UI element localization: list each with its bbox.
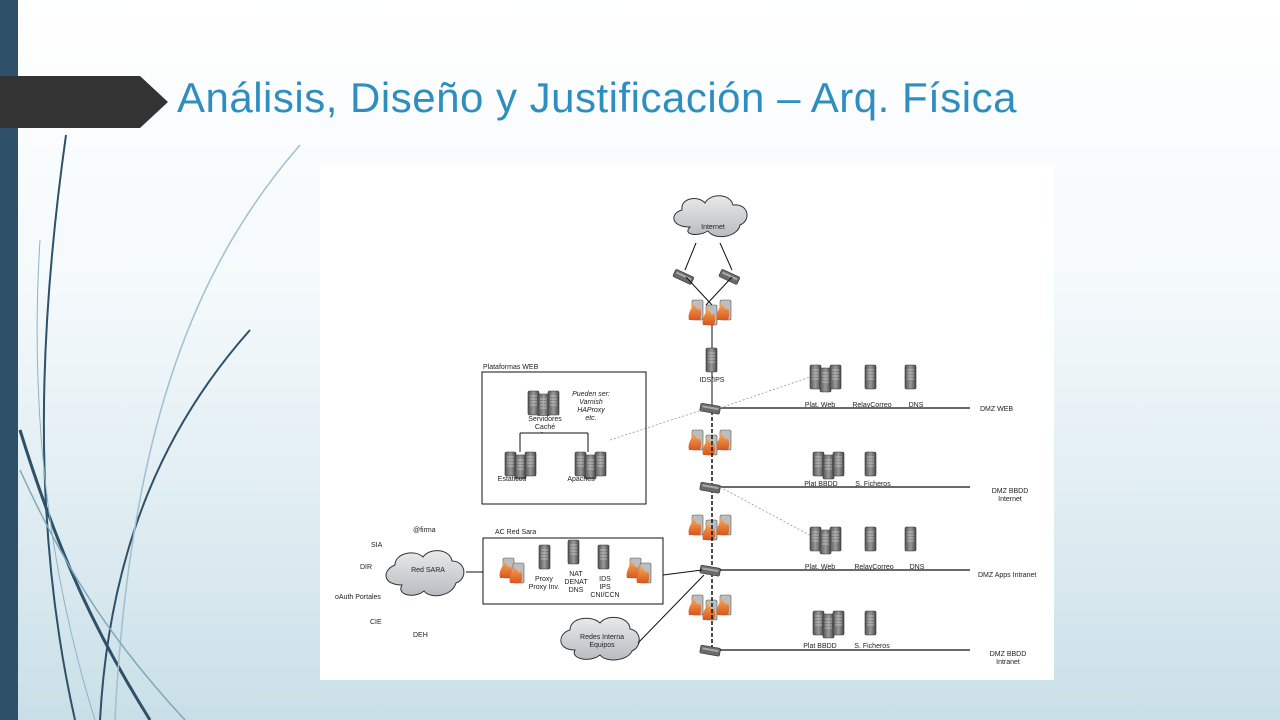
service-dir: DIR (360, 564, 373, 571)
server-icon (538, 539, 610, 570)
dmz-bbdd-intranet-server-label: Plat BBDD (803, 643, 837, 650)
service-deh: DEH (413, 632, 428, 639)
estaticos-label: Estáticos (497, 476, 527, 483)
dmz-bbdd-intranet-server-label: S. Ficheros (854, 643, 890, 650)
switch-icon (699, 644, 722, 657)
redes-internas-label: Redes Interna Equipos (580, 634, 624, 649)
firewall-icon (688, 299, 732, 326)
network-diagram: Internet IDS/IPS Plataformas WEB Pueden … (320, 165, 1054, 680)
dmz-web-server-label: DNS (908, 402, 924, 409)
service-sia: SIA (371, 542, 383, 549)
firewall-icon (688, 514, 732, 541)
internet-label: Internet (701, 224, 725, 231)
proxy-label: Proxy Proxy Inv. (528, 576, 560, 591)
plataformas-web-title: Plataformas WEB (483, 364, 539, 371)
plataformas-web-note: Pueden ser: Varnish HAProxy etc. (572, 391, 610, 422)
server-icon (809, 526, 917, 555)
dmz-bbdd-internet-label: DMZ BBDD Internet (991, 488, 1029, 503)
dmz-bbdd-intranet-label: DMZ BBDD Intranet (989, 651, 1027, 666)
dmz-bbdd-internet-server-label: S. Ficheros (855, 481, 891, 488)
server-icon (812, 451, 877, 480)
dmz-bbdd-internet-server-label: Plat BBDD (804, 481, 838, 488)
dmz-apps-intranet-server-label: Plat. Web (804, 564, 836, 571)
ids-ips-label: IDS/IPS (699, 377, 725, 384)
service-oauth: oAuth Portales (335, 594, 381, 601)
plataformas-web-box (481, 371, 647, 505)
decorative-curves (18, 134, 301, 720)
switch-icon (699, 481, 722, 494)
dmz-web-server-label: Plat. Web (804, 402, 836, 409)
cache-servers-label: Servidores Caché (528, 416, 562, 432)
switch-icon (699, 564, 722, 577)
diagram-canvas (385, 195, 970, 661)
router-icon (718, 268, 741, 286)
redes-internas-cloud (560, 616, 640, 661)
left-accent-bar (0, 0, 18, 720)
ac-red-sara-box (482, 537, 664, 605)
server-icon (812, 610, 877, 639)
dmz-apps-intranet-server-label: DNS (909, 564, 925, 571)
ac-red-sara-title: AC Red Sara (495, 529, 537, 536)
apaches-label: Apaches (567, 476, 595, 483)
dmz-apps-intranet-label: DMZ Apps Intranet (978, 572, 1037, 579)
red-sara-label: Red SARA (411, 567, 445, 574)
service-firma: @firma (413, 527, 436, 534)
slide-title: Análisis, Diseño y Justificación – Arq. … (177, 74, 1017, 121)
internet-cloud (673, 195, 748, 238)
nat-label: NAT DENAT DNS (564, 571, 588, 594)
ids-ips-server-icon (705, 347, 718, 373)
dmz-web-label: DMZ WEB (980, 406, 1014, 413)
ids-label: IDS IPS CNI/CCN (590, 576, 620, 599)
service-cie: CIE (370, 619, 382, 626)
firewall-icon (688, 429, 732, 456)
dmz-apps-intranet-server-label: RelayCorreo (854, 564, 894, 571)
firewall-icon (688, 594, 732, 621)
red-sara-cloud (385, 550, 465, 597)
switch-icon (699, 402, 722, 415)
dmz-web-server-label: RelayCorreo (852, 402, 892, 409)
title-tab-arrow (0, 76, 168, 128)
server-icon (809, 364, 917, 393)
